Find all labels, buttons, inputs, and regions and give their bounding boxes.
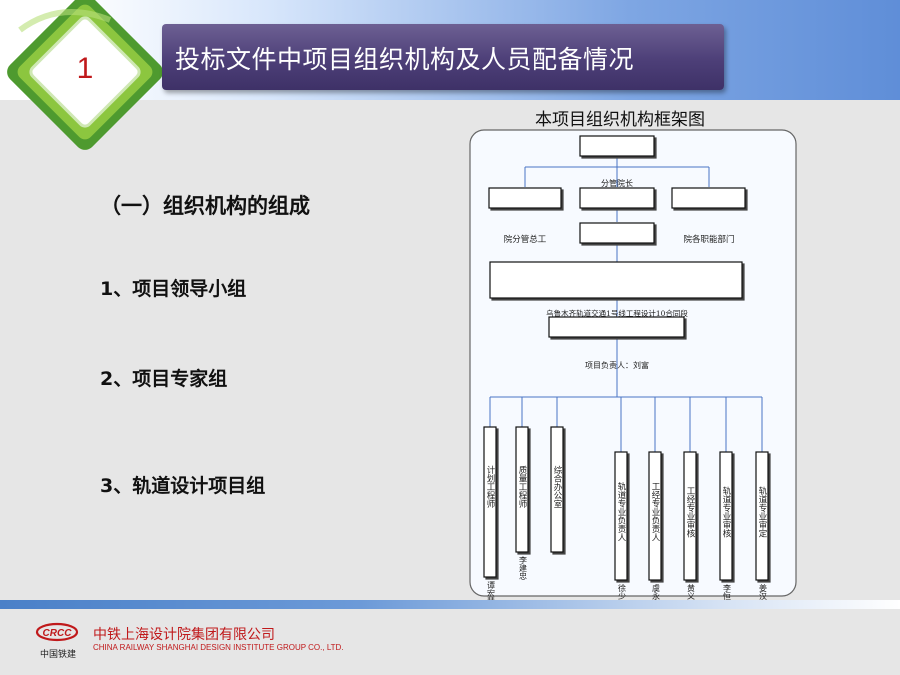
- org-box-second: [579, 222, 655, 244]
- footer-line: [0, 600, 900, 609]
- role-title: 质量工程师: [517, 465, 527, 509]
- page-title: 投标文件中项目组织机构及人员配备情况: [175, 45, 635, 74]
- role-box: [755, 451, 769, 581]
- role-person-name: 李恒少: [723, 583, 732, 608]
- role-box: [683, 451, 697, 581]
- label-project-manager: 项目负责人：刘富: [585, 360, 649, 370]
- org-box-top: [579, 135, 655, 157]
- role-title: 轨道专业审定: [757, 486, 767, 539]
- badge-number: 1: [76, 52, 94, 85]
- role-person-name: 李建忠: [519, 555, 528, 580]
- role-box: [614, 451, 628, 581]
- role-title: 工经专业审核: [685, 487, 695, 539]
- role-title: 工经专业负责人: [650, 482, 660, 542]
- section-heading: （一）组织机构的组成: [100, 194, 310, 218]
- company-name-en: CHINA RAILWAY SHANGHAI DESIGN INSTITUTE …: [93, 643, 344, 652]
- role-title: 轨道专业审核: [721, 486, 731, 539]
- number-badge: [7, 0, 163, 150]
- role-person-name: 虞永明: [652, 583, 661, 609]
- role-title: 综合办公室: [552, 465, 562, 508]
- role-box: [515, 426, 529, 553]
- label-chief-engineer: 院分管总工: [504, 234, 547, 245]
- org-box-project-manager: [548, 316, 685, 338]
- company-name-cn: 中铁上海设计院集团有限公司: [93, 627, 275, 643]
- org-box-center: [579, 187, 655, 209]
- org-box-right: [671, 187, 746, 209]
- role-box: [550, 426, 564, 553]
- org-box-left: [488, 187, 562, 209]
- label-vice-president: 分管院长: [601, 178, 633, 188]
- label-project-team: 乌鲁木齐轨道交通1号线工程设计10合同段: [546, 308, 688, 318]
- role-box: [719, 451, 733, 581]
- role-title: 轨道专业负责人: [616, 482, 626, 542]
- title-bar: [162, 24, 724, 90]
- role-title: 计划工程师: [485, 465, 495, 509]
- role-person-name: 黄义勇: [687, 583, 696, 609]
- label-departments: 院各职能部门: [683, 234, 734, 245]
- org-chart-title: 本项目组织机构框架图: [535, 110, 705, 130]
- outline-item-1: 1、项目领导小组: [100, 278, 247, 300]
- role-box: [483, 426, 497, 578]
- svg-text:CRCC: CRCC: [43, 628, 73, 639]
- outline-item-3: 3、轨道设计项目组: [100, 475, 266, 497]
- logo-text: 中国铁建: [40, 650, 77, 660]
- connector-lines: [489, 156, 763, 452]
- role-box: [648, 451, 662, 581]
- role-person-name: 徐少军: [618, 583, 627, 609]
- role-person-name: 谭宏慧: [487, 581, 496, 605]
- outline-item-2: 2、项目专家组: [100, 368, 228, 390]
- crcc-logo: CRCC: [35, 622, 79, 642]
- org-box-project-team: [489, 261, 743, 299]
- role-person-name: 姜汉生: [759, 583, 768, 608]
